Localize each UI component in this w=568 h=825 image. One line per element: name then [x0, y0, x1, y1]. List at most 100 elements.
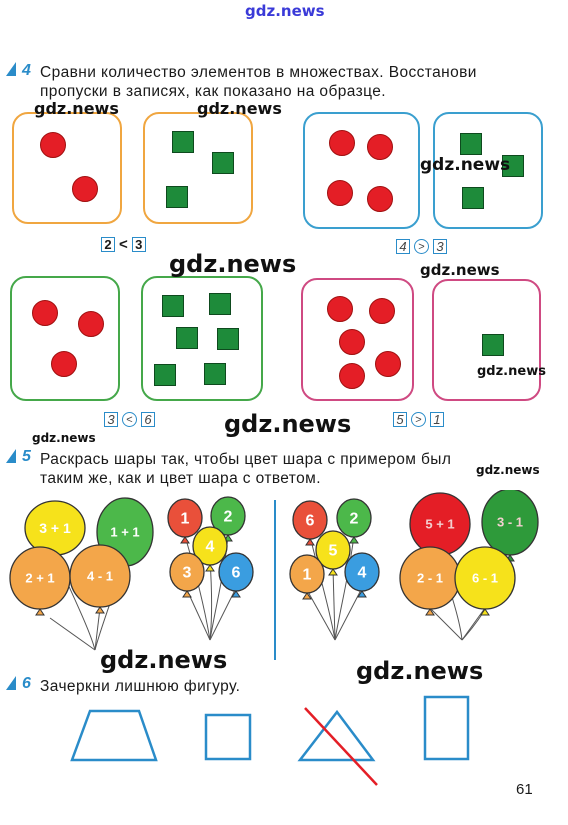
- balloon[interactable]: 6: [218, 552, 254, 598]
- triangle-figure: [297, 709, 376, 762]
- balloon-label: 6 - 1: [472, 571, 498, 586]
- task-4-marker-icon: [6, 62, 16, 76]
- balloon[interactable]: 4 - 1: [69, 544, 131, 614]
- trapezoid-figure: [70, 709, 158, 762]
- balloon-label: 5 + 1: [425, 517, 454, 532]
- balloon-body: [344, 552, 380, 592]
- page-number: 61: [516, 781, 533, 798]
- green-square: [162, 295, 184, 317]
- green-square: [154, 364, 176, 386]
- red-dot: [369, 298, 395, 324]
- balloon-label: 6: [232, 565, 241, 582]
- watermark: gdz.news: [224, 410, 352, 438]
- balloon-label: 3 + 1: [39, 520, 71, 536]
- balloon-body: [454, 546, 516, 610]
- balloon[interactable]: 3 - 1: [481, 490, 539, 562]
- balloon-knot: [305, 538, 315, 546]
- square-figure: [204, 713, 252, 761]
- comparison-left: 2: [101, 237, 115, 252]
- green-square: [460, 133, 482, 155]
- balloon-body: [289, 554, 325, 594]
- watermark: gdz.news: [32, 431, 96, 445]
- watermark: gdz.news: [420, 261, 500, 279]
- balloon-label: 2: [350, 511, 359, 528]
- red-dot: [327, 180, 353, 206]
- balloon-knot: [302, 592, 312, 600]
- balloon[interactable]: 6: [292, 500, 328, 546]
- task-6-number: 6: [22, 675, 31, 692]
- set-box-2b: [433, 112, 543, 229]
- green-square: [204, 363, 226, 385]
- balloon-body: [167, 498, 203, 538]
- crossout-line: [304, 707, 378, 786]
- balloon[interactable]: 2 + 1: [9, 546, 71, 616]
- task-5-text-line2: таким же, как и цвет шара с ответом.: [40, 470, 321, 487]
- red-dot: [375, 351, 401, 377]
- balloon[interactable]: 1: [289, 554, 325, 600]
- set-box-1a: [12, 112, 122, 224]
- balloon-body: [169, 552, 205, 592]
- figures: [70, 695, 470, 786]
- red-dot: [339, 363, 365, 389]
- comparison-right: 6: [141, 412, 155, 427]
- red-dot: [327, 296, 353, 322]
- balloon[interactable]: 2: [210, 496, 246, 542]
- balloon[interactable]: 3: [169, 552, 205, 598]
- green-square: [212, 152, 234, 174]
- balloon[interactable]: 4: [192, 526, 228, 572]
- comparison-2: 4 > 3: [396, 239, 447, 254]
- green-square: [462, 187, 484, 209]
- balloon-body: [315, 530, 351, 570]
- balloon-label: 4 - 1: [87, 569, 113, 584]
- green-square: [482, 334, 504, 356]
- balloon-body: [481, 490, 539, 556]
- balloon-knot: [357, 590, 367, 598]
- rectangle-figure: [423, 695, 470, 761]
- comparison-left: 3: [104, 412, 118, 427]
- watermark-top: gdz.news: [245, 2, 325, 20]
- task-6-marker-icon: [6, 676, 16, 690]
- set-box-3a: [10, 276, 120, 401]
- balloon[interactable]: 4: [344, 552, 380, 598]
- green-square: [209, 293, 231, 315]
- balloon-knot: [480, 608, 490, 616]
- balloon-label: 4: [358, 565, 367, 582]
- task-4-text-line2: пропуски в записях, как показано на обра…: [40, 83, 386, 100]
- balloon[interactable]: 6 - 1: [454, 546, 516, 616]
- balloon-label: 1 + 1: [110, 525, 139, 540]
- red-dot: [72, 176, 98, 202]
- red-dot: [367, 186, 393, 212]
- comparison-sign: <: [119, 236, 128, 253]
- balloon-knot: [205, 564, 215, 572]
- red-dot: [51, 351, 77, 377]
- balloon-knot: [328, 568, 338, 576]
- balloon[interactable]: 2: [336, 498, 372, 544]
- comparison-left: 4: [396, 239, 410, 254]
- comparison-left: 5: [393, 412, 407, 427]
- balloon-label: 2 - 1: [417, 571, 443, 586]
- set-box-1b: [143, 112, 253, 224]
- balloon-knot: [349, 536, 359, 544]
- balloon-body: [218, 552, 254, 592]
- balloon[interactable]: 5: [315, 530, 351, 576]
- watermark: gdz.news: [420, 155, 511, 175]
- green-square: [217, 328, 239, 350]
- set-box-4b: [432, 279, 541, 401]
- balloon[interactable]: 1: [167, 498, 203, 544]
- watermark: gdz.news: [477, 364, 546, 379]
- balloon-knot: [425, 608, 435, 616]
- task-5-marker-icon: [6, 449, 16, 463]
- comparison-4: 5 > 1: [393, 412, 444, 427]
- watermark: gdz.news: [34, 99, 119, 118]
- balloon-body: [336, 498, 372, 538]
- red-dot: [367, 134, 393, 160]
- balloon[interactable]: 2 - 1: [399, 546, 461, 616]
- balloon-label: 3: [183, 565, 192, 582]
- watermark: gdz.news: [197, 99, 282, 118]
- comparison-sign: >: [414, 239, 429, 254]
- balloon-body: [292, 500, 328, 540]
- comparison-3: 3 < 6: [104, 412, 155, 427]
- balloon-knot: [35, 608, 45, 616]
- task-5-number: 5: [22, 448, 31, 465]
